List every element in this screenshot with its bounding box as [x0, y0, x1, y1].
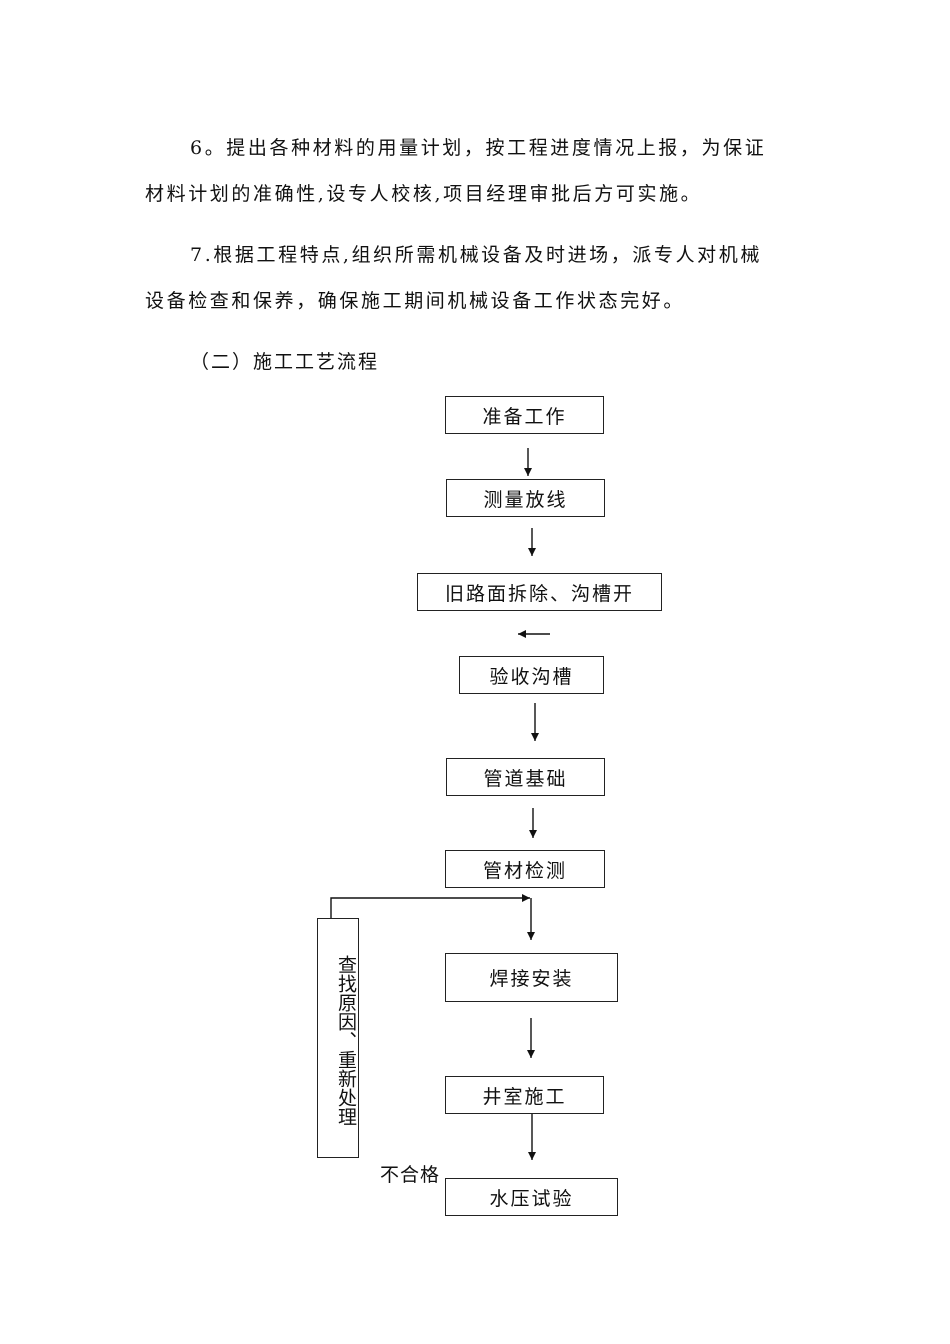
paragraph-7-line-1: 7.根据工程特点,组织所需机械设备及时进场，派专人对机械	[190, 244, 762, 266]
flow-step-prep: 准备工作	[445, 396, 604, 434]
rework-box: 查找原因、重新处理	[317, 918, 359, 1158]
paragraph-7-line-2: 设备检查和保养，确保施工期间机械设备工作状态完好。	[145, 290, 686, 312]
flow-step-trench-inspection: 验收沟槽	[459, 656, 604, 694]
rework-return-line	[330, 894, 530, 918]
section-heading: （二）施工工艺流程	[190, 351, 380, 373]
flow-step-pipe-testing: 管材检测	[445, 850, 605, 888]
flow-step-pressure-test: 水压试验	[445, 1178, 618, 1216]
paragraph-6-line-2: 材料计划的准确性,设专人校核,项目经理审批后方可实施。	[145, 183, 703, 205]
paragraph-6-line-1: 6。提出各种材料的用量计划，按工程进度情况上报，为保证	[190, 137, 767, 159]
fail-label: 不合格	[380, 1164, 441, 1186]
flow-step-welding-install: 焊接安装	[445, 953, 618, 1002]
flow-step-chamber-construction: 井室施工	[445, 1076, 604, 1114]
flow-step-survey: 测量放线	[446, 479, 605, 517]
flow-step-excavation: 旧路面拆除、沟槽开	[417, 573, 662, 611]
flow-step-pipe-foundation: 管道基础	[446, 758, 605, 796]
